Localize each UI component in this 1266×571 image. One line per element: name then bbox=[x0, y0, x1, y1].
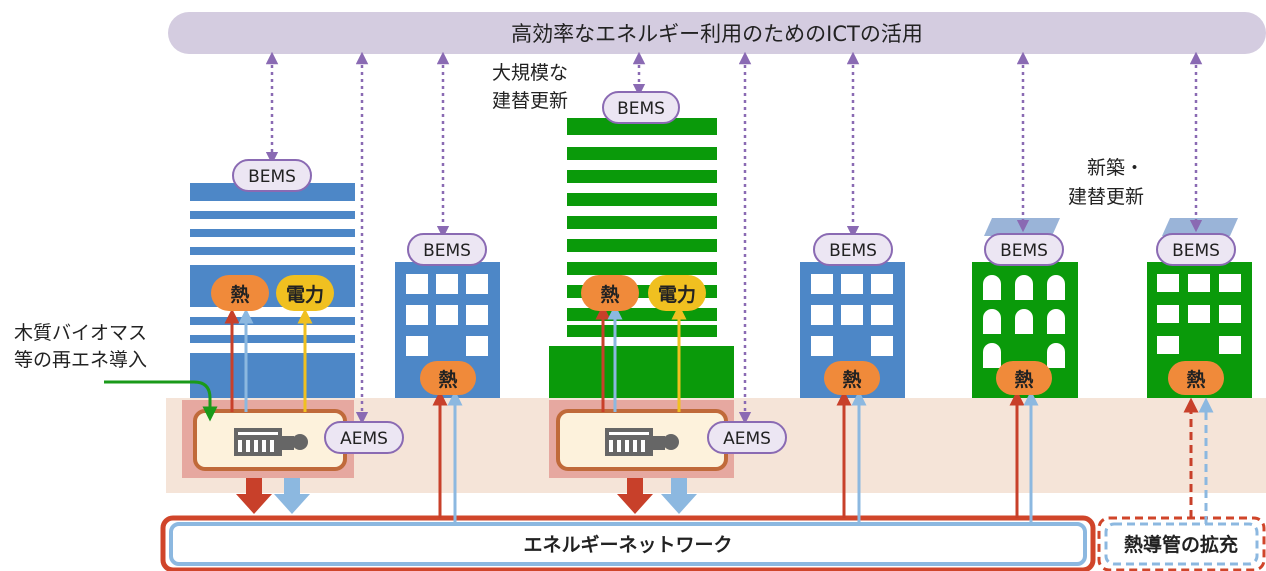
new-rebuild-note: 新築・ bbox=[1087, 157, 1144, 179]
heat-badge: 熱 bbox=[824, 361, 880, 395]
svg-text:熱: 熱 bbox=[230, 283, 249, 306]
new-rebuild-note: 建替更新 bbox=[1068, 186, 1144, 208]
svg-text:熱: 熱 bbox=[600, 283, 619, 306]
svg-text:AEMS: AEMS bbox=[340, 429, 388, 449]
biomass-arrow-icon bbox=[104, 380, 218, 422]
power-badge: 電力 bbox=[276, 275, 334, 311]
generator-icon bbox=[605, 428, 679, 456]
bems-badge: BEMS bbox=[407, 233, 487, 266]
building-3-green-tower bbox=[549, 118, 734, 398]
heat-badge: 熱 bbox=[581, 275, 639, 311]
svg-text:電力: 電力 bbox=[658, 283, 696, 306]
heat-badge: 熱 bbox=[420, 361, 476, 395]
supply-arrows bbox=[224, 304, 1214, 524]
ict-banner-label: 高効率なエネルギー利用のためのICTの活用 bbox=[511, 22, 923, 46]
cold-up-arrow-icon bbox=[661, 478, 697, 514]
bems-badge: BEMS bbox=[232, 159, 312, 192]
svg-text:熱: 熱 bbox=[438, 368, 457, 391]
heat-down-arrow-icon bbox=[236, 478, 272, 514]
plant-output-arrows bbox=[236, 478, 697, 514]
large-rebuild-note: 大規模な bbox=[492, 62, 568, 84]
svg-text:BEMS: BEMS bbox=[1172, 241, 1220, 261]
heat-pipe-expansion: 熱導管の拡充 bbox=[1097, 516, 1266, 571]
generator-icon bbox=[234, 428, 308, 456]
bems-badge: BEMS bbox=[602, 91, 680, 124]
biomass-note: 木質バイオマス bbox=[14, 322, 147, 344]
biomass-note: 等の再エネ導入 bbox=[14, 349, 147, 371]
building-4-blue-grid bbox=[800, 262, 905, 398]
svg-text:BEMS: BEMS bbox=[617, 99, 665, 119]
svg-text:BEMS: BEMS bbox=[1000, 241, 1048, 261]
large-rebuild-note: 建替更新 bbox=[492, 90, 568, 112]
energy-network: エネルギーネットワーク bbox=[160, 515, 1096, 571]
svg-text:熱: 熱 bbox=[1014, 368, 1033, 391]
svg-text:AEMS: AEMS bbox=[723, 429, 771, 449]
heat-badge: 熱 bbox=[1168, 361, 1224, 395]
svg-text:熱: 熱 bbox=[842, 368, 861, 391]
cold-up-arrow-icon bbox=[274, 478, 310, 514]
bems-badge: BEMS bbox=[813, 233, 893, 266]
heat-down-arrow-icon bbox=[617, 478, 653, 514]
power-badge: 電力 bbox=[648, 275, 706, 311]
svg-text:BEMS: BEMS bbox=[248, 167, 296, 187]
heat-badge: 熱 bbox=[996, 361, 1052, 395]
svg-text:BEMS: BEMS bbox=[423, 241, 471, 261]
heat-badge: 熱 bbox=[211, 275, 269, 311]
energy-network-label: エネルギーネットワーク bbox=[523, 534, 732, 556]
bems-badge: BEMS bbox=[984, 233, 1064, 266]
aems-badge: AEMS bbox=[707, 421, 787, 454]
aems-badge: AEMS bbox=[324, 421, 404, 454]
svg-text:電力: 電力 bbox=[286, 283, 324, 306]
ict-link-arrows bbox=[265, 51, 1203, 425]
ict-banner: 高効率なエネルギー利用のためのICTの活用 bbox=[168, 12, 1266, 54]
svg-text:BEMS: BEMS bbox=[829, 241, 877, 261]
bems-badge: BEMS bbox=[1156, 233, 1236, 266]
heat-pipe-expansion-label: 熱導管の拡充 bbox=[1124, 533, 1238, 556]
svg-text:熱: 熱 bbox=[1186, 368, 1205, 391]
plant-2 bbox=[549, 400, 734, 478]
